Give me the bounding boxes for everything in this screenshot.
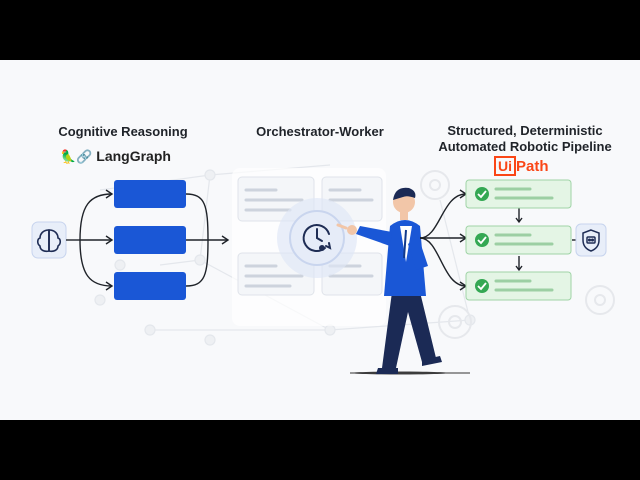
check-icon xyxy=(475,279,489,293)
pipeline-step-2 xyxy=(465,225,572,255)
uipath-ui-mark: Ui xyxy=(494,156,516,176)
reasoning-node-1 xyxy=(114,180,186,208)
letterbox-top xyxy=(0,0,640,60)
pipeline-title-line1: Structured, Deterministic xyxy=(447,123,603,138)
brain-icon xyxy=(36,229,62,253)
pipeline-connectors xyxy=(419,189,580,291)
orchestrator-panel xyxy=(232,168,386,326)
brain-input-node xyxy=(31,221,67,259)
pipeline-step-3 xyxy=(465,271,572,301)
reasoning-node-3 xyxy=(114,272,186,300)
clock-icon xyxy=(302,224,332,253)
langgraph-label: LangGraph xyxy=(96,148,171,164)
parrot-link-icon: 🦜🔗 xyxy=(60,149,93,164)
check-icon xyxy=(475,187,489,201)
pipeline-step-1 xyxy=(465,179,572,209)
orchestrator-worker-title: Orchestrator-Worker xyxy=(256,124,384,139)
reasoning-node-2 xyxy=(114,226,186,254)
presenter-figure xyxy=(336,187,470,375)
left-branch-connectors xyxy=(66,189,230,291)
pipeline-steps xyxy=(465,179,572,301)
letterbox-bottom xyxy=(0,420,640,480)
pipeline-title-line2: Automated Robotic Pipeline xyxy=(438,139,612,154)
robot-shield-node xyxy=(575,223,607,257)
robot-shield-icon xyxy=(582,229,600,252)
background-gears xyxy=(420,170,615,339)
check-icon xyxy=(475,233,489,247)
langgraph-logo: 🦜🔗 LangGraph xyxy=(60,148,200,165)
diagram-canvas: Cognitive Reasoning 🦜🔗 LangGraph Orchest… xyxy=(0,60,640,420)
diagram-svg xyxy=(31,164,615,375)
cognitive-reasoning-title: Cognitive Reasoning xyxy=(58,124,188,139)
uipath-path-text: Path xyxy=(516,158,549,175)
